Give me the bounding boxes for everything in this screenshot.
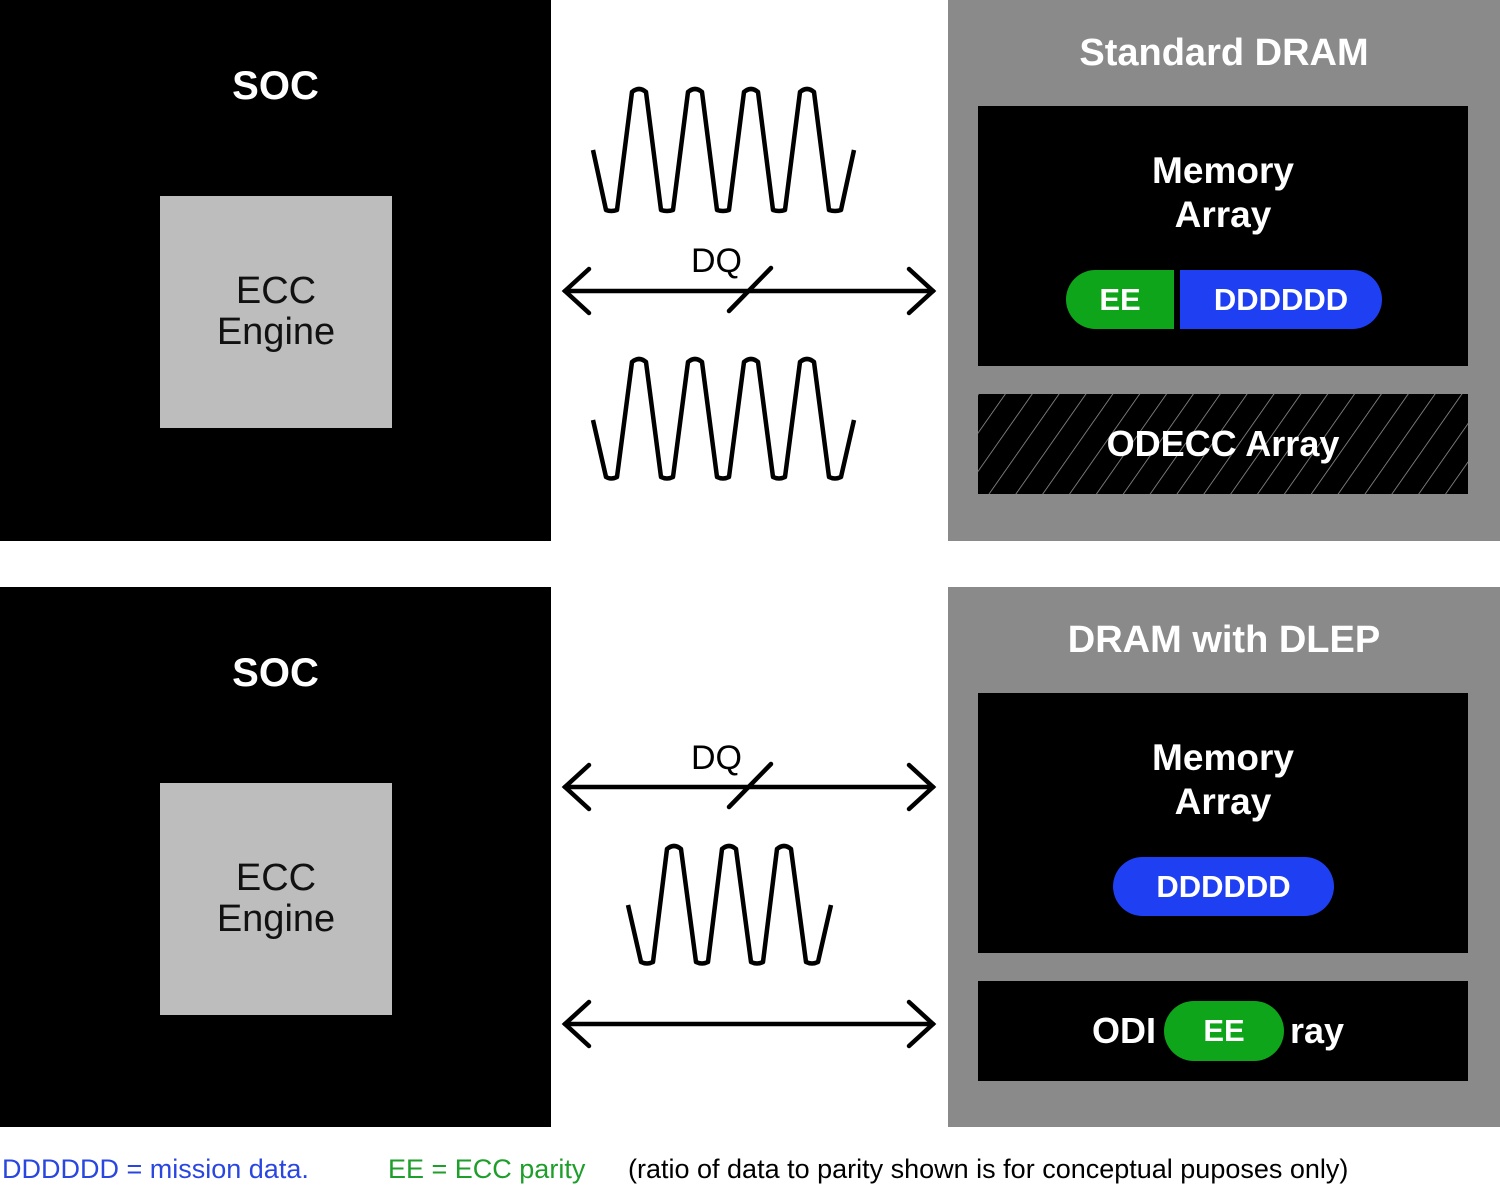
bottom-data-pill: DDDDDD [1113,857,1334,916]
bottom-bus-graphics: DQ [561,739,937,1049]
top-data-pill: DDDDDD [1180,270,1382,329]
bottom-odecc-label-right: ray [1290,1010,1345,1051]
bottom-odecc-label-left: ODI [1092,1010,1157,1051]
legend-parity-definition: EE = ECC parity [388,1154,586,1184]
legend-data-definition: DDDDDD = mission data. [2,1154,309,1184]
top-dram-title: Standard DRAM [1079,32,1369,74]
bottom-ecc-line1: ECC [235,857,317,899]
bottom-soc-block: SOC ECC Engine [0,587,551,1127]
top-wave-lower [590,356,857,481]
bottom-dq-arrow [561,761,937,812]
top-dq-label: DQ [691,242,742,280]
bottom-memory-array: Memory Array DDDDDD [978,693,1468,953]
legend-note: (ratio of data to parity shown is for co… [628,1154,1349,1184]
bottom-parity-pill: EE [1164,1001,1284,1061]
top-odecc-array: ODECC Array [978,394,1468,494]
bottom-soc-title: SOC [232,651,319,695]
bottom-memory-line1: Memory [1152,737,1294,778]
top-odecc-label: ODECC Array [1106,423,1340,464]
top-wave-upper [590,86,857,214]
bottom-dram-block: DRAM with DLEP Memory Array DDDDDD ODI r… [948,587,1500,1127]
top-bus-graphics: DQ [561,86,937,481]
bottom-memory-line2: Array [1174,781,1272,822]
top-parity-pill: EE [1066,270,1174,329]
bottom-wave [625,843,834,966]
top-memory-array: Memory Array EE DDDDDD [978,106,1468,366]
top-dram-block: Standard DRAM Memory Array EE DDDDDD ODE… [948,0,1500,541]
bottom-dq-label: DQ [691,739,742,777]
top-soc-title: SOC [232,64,319,108]
bottom-dram-title: DRAM with DLEP [1067,619,1381,661]
top-soc-block: SOC ECC Engine [0,0,551,541]
top-memory-line2: Array [1174,194,1272,235]
bottom-ecc-line2: Engine [216,898,336,940]
bottom-ecc-engine: ECC Engine [160,783,392,1015]
top-ecc-line1: ECC [235,270,317,312]
bottom-parity-arrow [561,999,937,1049]
top-odecc-hatch [978,394,1468,494]
bottom-odecc-array: ODI ray EE [978,981,1468,1081]
top-ecc-engine: ECC Engine [160,196,392,428]
top-memory-line1: Memory [1152,150,1294,191]
top-dq-arrow [561,265,937,316]
top-ecc-line2: Engine [216,311,336,353]
